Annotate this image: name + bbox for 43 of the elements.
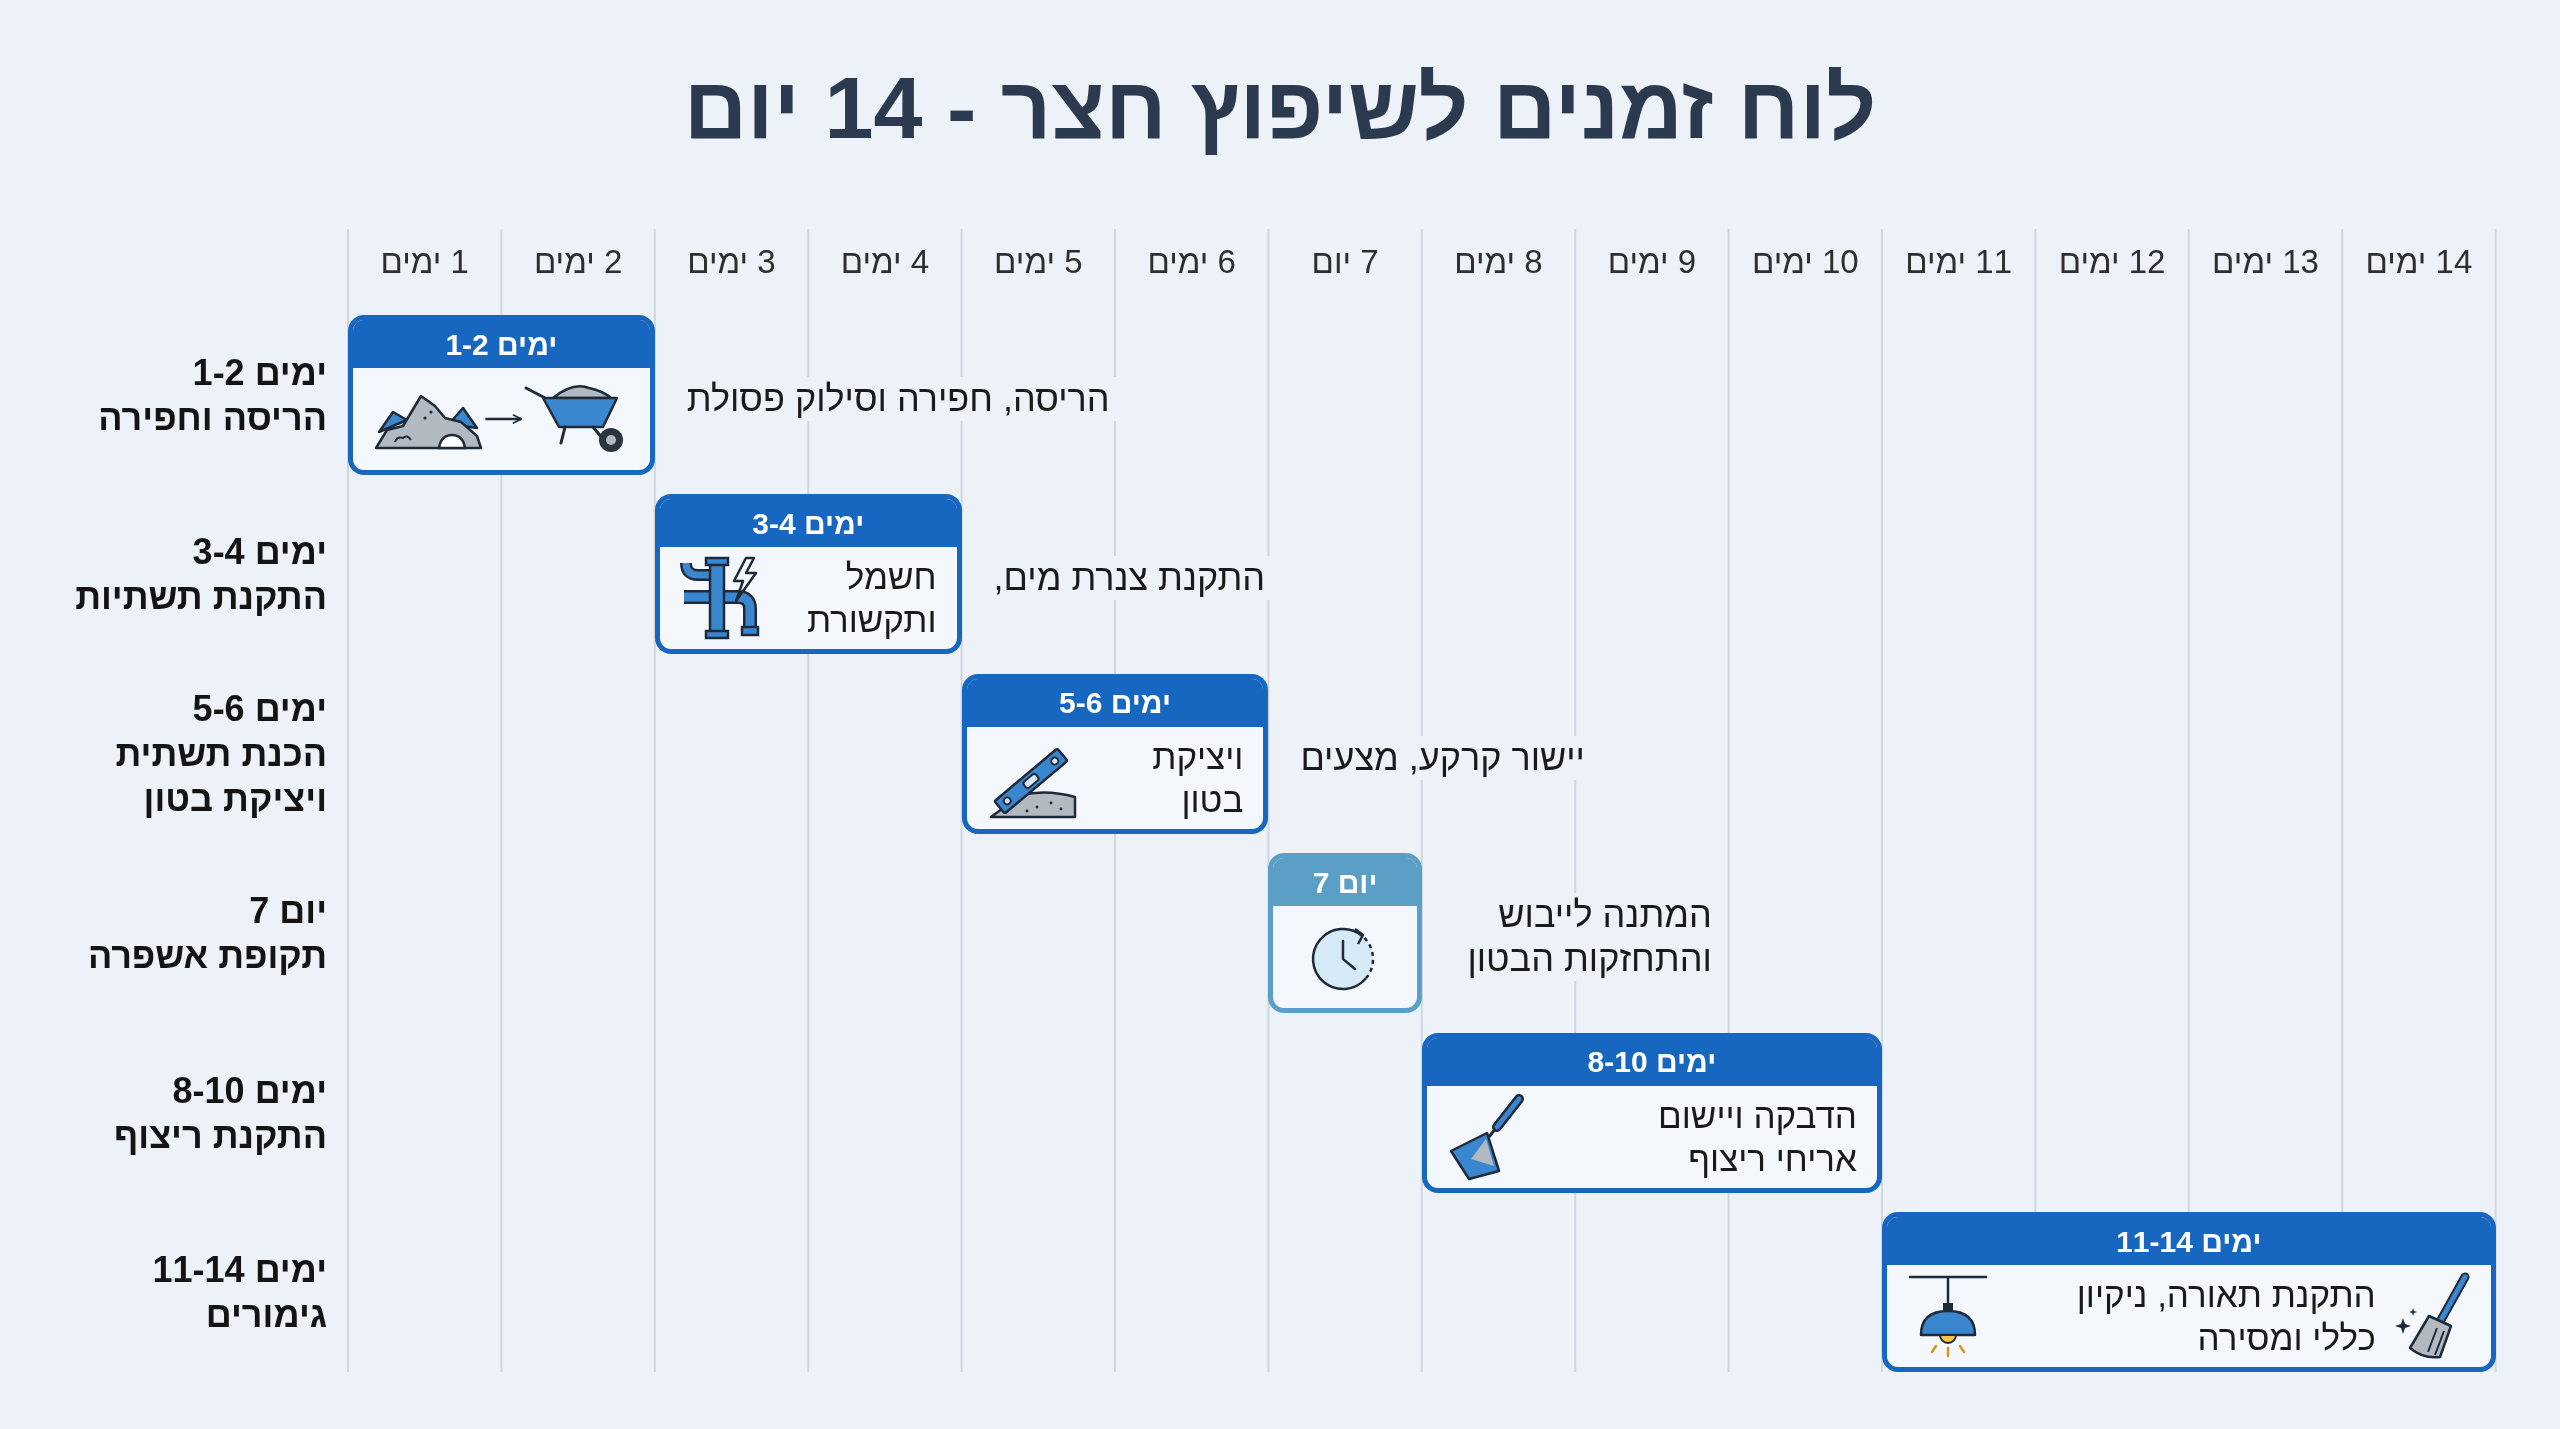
day-column-header: 2 ימים	[533, 242, 623, 282]
duration-header: ימים 5-6	[966, 678, 1264, 727]
day-column-header: 5 ימים	[994, 242, 1083, 282]
row-label: ימים 8-10	[171, 1068, 327, 1113]
day-column-header: 3 ימים	[687, 242, 776, 282]
task-bar	[654, 494, 962, 655]
task-description: התקנת תאורה, ניקיון כללי ומסירה	[2075, 1274, 2376, 1359]
task-description: הדבקה ויישום אריחי ריצוף	[1657, 1094, 1857, 1180]
task-bar	[961, 673, 1269, 834]
day-column-header: 1 ימים	[380, 242, 469, 282]
duration-header: ימים 3-4	[659, 499, 957, 548]
task-bar	[1882, 1212, 2496, 1372]
row-label: יום 7	[248, 889, 327, 934]
row-label: ימים 1-2	[191, 351, 327, 395]
day-column-header: 14 ימים	[2365, 242, 2473, 282]
row-label: התקנת ריצוף	[112, 1113, 327, 1158]
row-label: גימורים	[204, 1293, 327, 1337]
duration-header: ימים 1-2	[353, 320, 650, 368]
duration-header: ימים 11-14	[1887, 1217, 2491, 1265]
row-label: הכנת תשתית ויציקת בטון	[114, 732, 327, 822]
task-description: חשמל ותקשורת	[805, 556, 937, 642]
row-label: ימים 11-14	[151, 1248, 327, 1292]
day-column-header: 12 ימים	[2058, 242, 2166, 282]
row-label: תקופת אשפרה	[86, 934, 327, 979]
task-bar	[348, 315, 655, 475]
arrow	[485, 414, 523, 424]
row-label: הריסה וחפירה	[97, 396, 327, 440]
duration-header: יום 7	[1273, 858, 1417, 907]
duration-header: ימים 8-10	[1426, 1037, 1877, 1086]
row-label: ימים 3-4	[191, 530, 327, 575]
day-column-header: 13 ימים	[2212, 242, 2319, 282]
task-bar	[1421, 1032, 1882, 1193]
day-column-header: 9 ימים	[1607, 242, 1697, 282]
day-column-header: 6 ימים	[1147, 242, 1236, 282]
task-bar	[1268, 853, 1422, 1014]
day-column-header: 8 ימים	[1454, 242, 1543, 282]
day-column-header: 11 ימים	[1905, 242, 2013, 282]
row-label: התקנת תשתיות	[74, 575, 327, 620]
row-label: ימים 5-6	[191, 687, 327, 732]
task-description: ויציקת בטון	[1151, 735, 1244, 821]
day-column-header: 10 ימים	[1751, 242, 1859, 282]
day-column-header: 4 ימים	[840, 242, 930, 282]
day-column-header: 7 יום	[1311, 242, 1379, 282]
